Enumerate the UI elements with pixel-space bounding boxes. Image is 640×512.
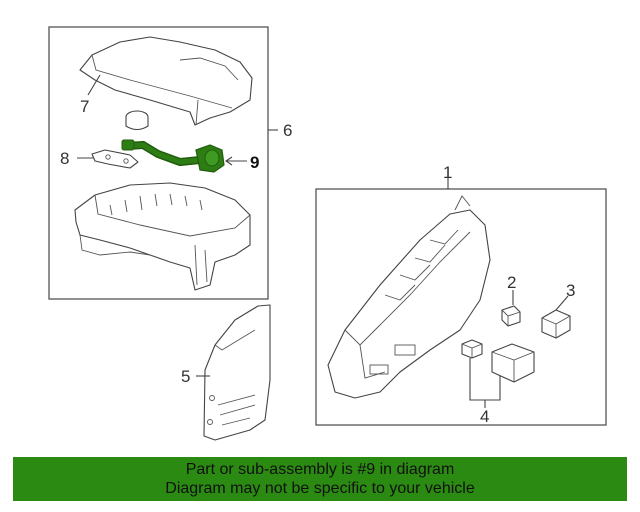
callout-label-3: 3 [566,281,575,300]
callout-9-arrow [225,156,247,166]
bracket-part [91,149,139,169]
cable-part-9-highlighted [121,139,225,173]
relay-part-3 [541,309,571,339]
callout-label-1: 1 [443,163,452,182]
assembly-6-box [48,26,269,300]
callout-label-9: 9 [250,153,259,172]
callout-3-leader [555,295,569,311]
cap-part [125,110,149,131]
fuse-box-base-part [74,182,251,291]
banner-line-disclaimer: Diagram may not be specific to your vehi… [165,480,475,497]
fuse-box-cover-part [79,36,253,126]
callout-label-8: 8 [60,149,69,168]
banner-line-part-info: Part or sub-assembly is #9 in diagram [185,461,455,478]
callout-7-leader [87,74,101,96]
callout-label-4: 4 [480,407,489,426]
junction-box-part [327,195,491,399]
large-relay-part [491,343,535,383]
callout-label-7: 7 [80,97,89,116]
callout-4-leader [469,358,501,408]
callout-label-5: 5 [181,367,190,386]
info-banner: Part or sub-assembly is #9 in diagram Di… [13,457,627,501]
assembly-1-box [315,188,607,426]
callout-label-2: 2 [507,273,516,292]
small-relay-part [461,339,483,359]
callout-label-6: 6 [283,121,292,140]
fuse-part [501,305,521,327]
side-cover-part [203,304,271,441]
